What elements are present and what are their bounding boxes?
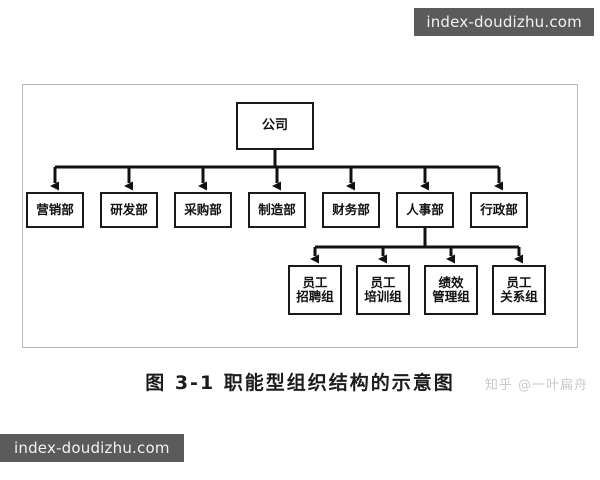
node-recruit[interactable]: 员工 招聘组 <box>288 265 342 315</box>
node-finance[interactable]: 财务部 <box>322 192 380 228</box>
node-label-rnd: 研发部 <box>110 202 148 217</box>
node-marketing[interactable]: 营销部 <box>26 192 84 228</box>
node-manufacturing[interactable]: 制造部 <box>248 192 306 228</box>
node-hr[interactable]: 人事部 <box>396 192 454 228</box>
node-label-relations: 员工 关系组 <box>500 275 538 304</box>
node-label-admin: 行政部 <box>480 202 518 217</box>
node-label-marketing: 营销部 <box>36 202 74 217</box>
node-label-recruit: 员工 招聘组 <box>296 275 334 304</box>
figure-caption: 图 3-1 职能型组织结构的示意图 <box>145 372 455 394</box>
node-label-manufacturing: 制造部 <box>258 202 296 217</box>
node-label-company: 公司 <box>261 117 288 133</box>
node-procurement[interactable]: 采购部 <box>174 192 232 228</box>
watermark-bottom-left: index-doudizhu.com <box>0 434 184 462</box>
node-performance[interactable]: 绩效 管理组 <box>424 265 478 315</box>
node-admin[interactable]: 行政部 <box>470 192 528 228</box>
node-company[interactable]: 公司 <box>236 102 314 150</box>
node-relations[interactable]: 员工 关系组 <box>492 265 546 315</box>
node-label-hr: 人事部 <box>406 202 444 217</box>
node-label-performance: 绩效 管理组 <box>432 275 470 304</box>
node-label-procurement: 采购部 <box>184 202 222 217</box>
node-training[interactable]: 员工 培训组 <box>356 265 410 315</box>
node-label-finance: 财务部 <box>332 202 370 217</box>
node-rnd[interactable]: 研发部 <box>100 192 158 228</box>
watermark-zhihu: 知乎 @一叶扁舟 <box>484 378 588 393</box>
node-label-training: 员工 培训组 <box>364 275 402 304</box>
watermark-top-right: index-doudizhu.com <box>414 8 594 36</box>
